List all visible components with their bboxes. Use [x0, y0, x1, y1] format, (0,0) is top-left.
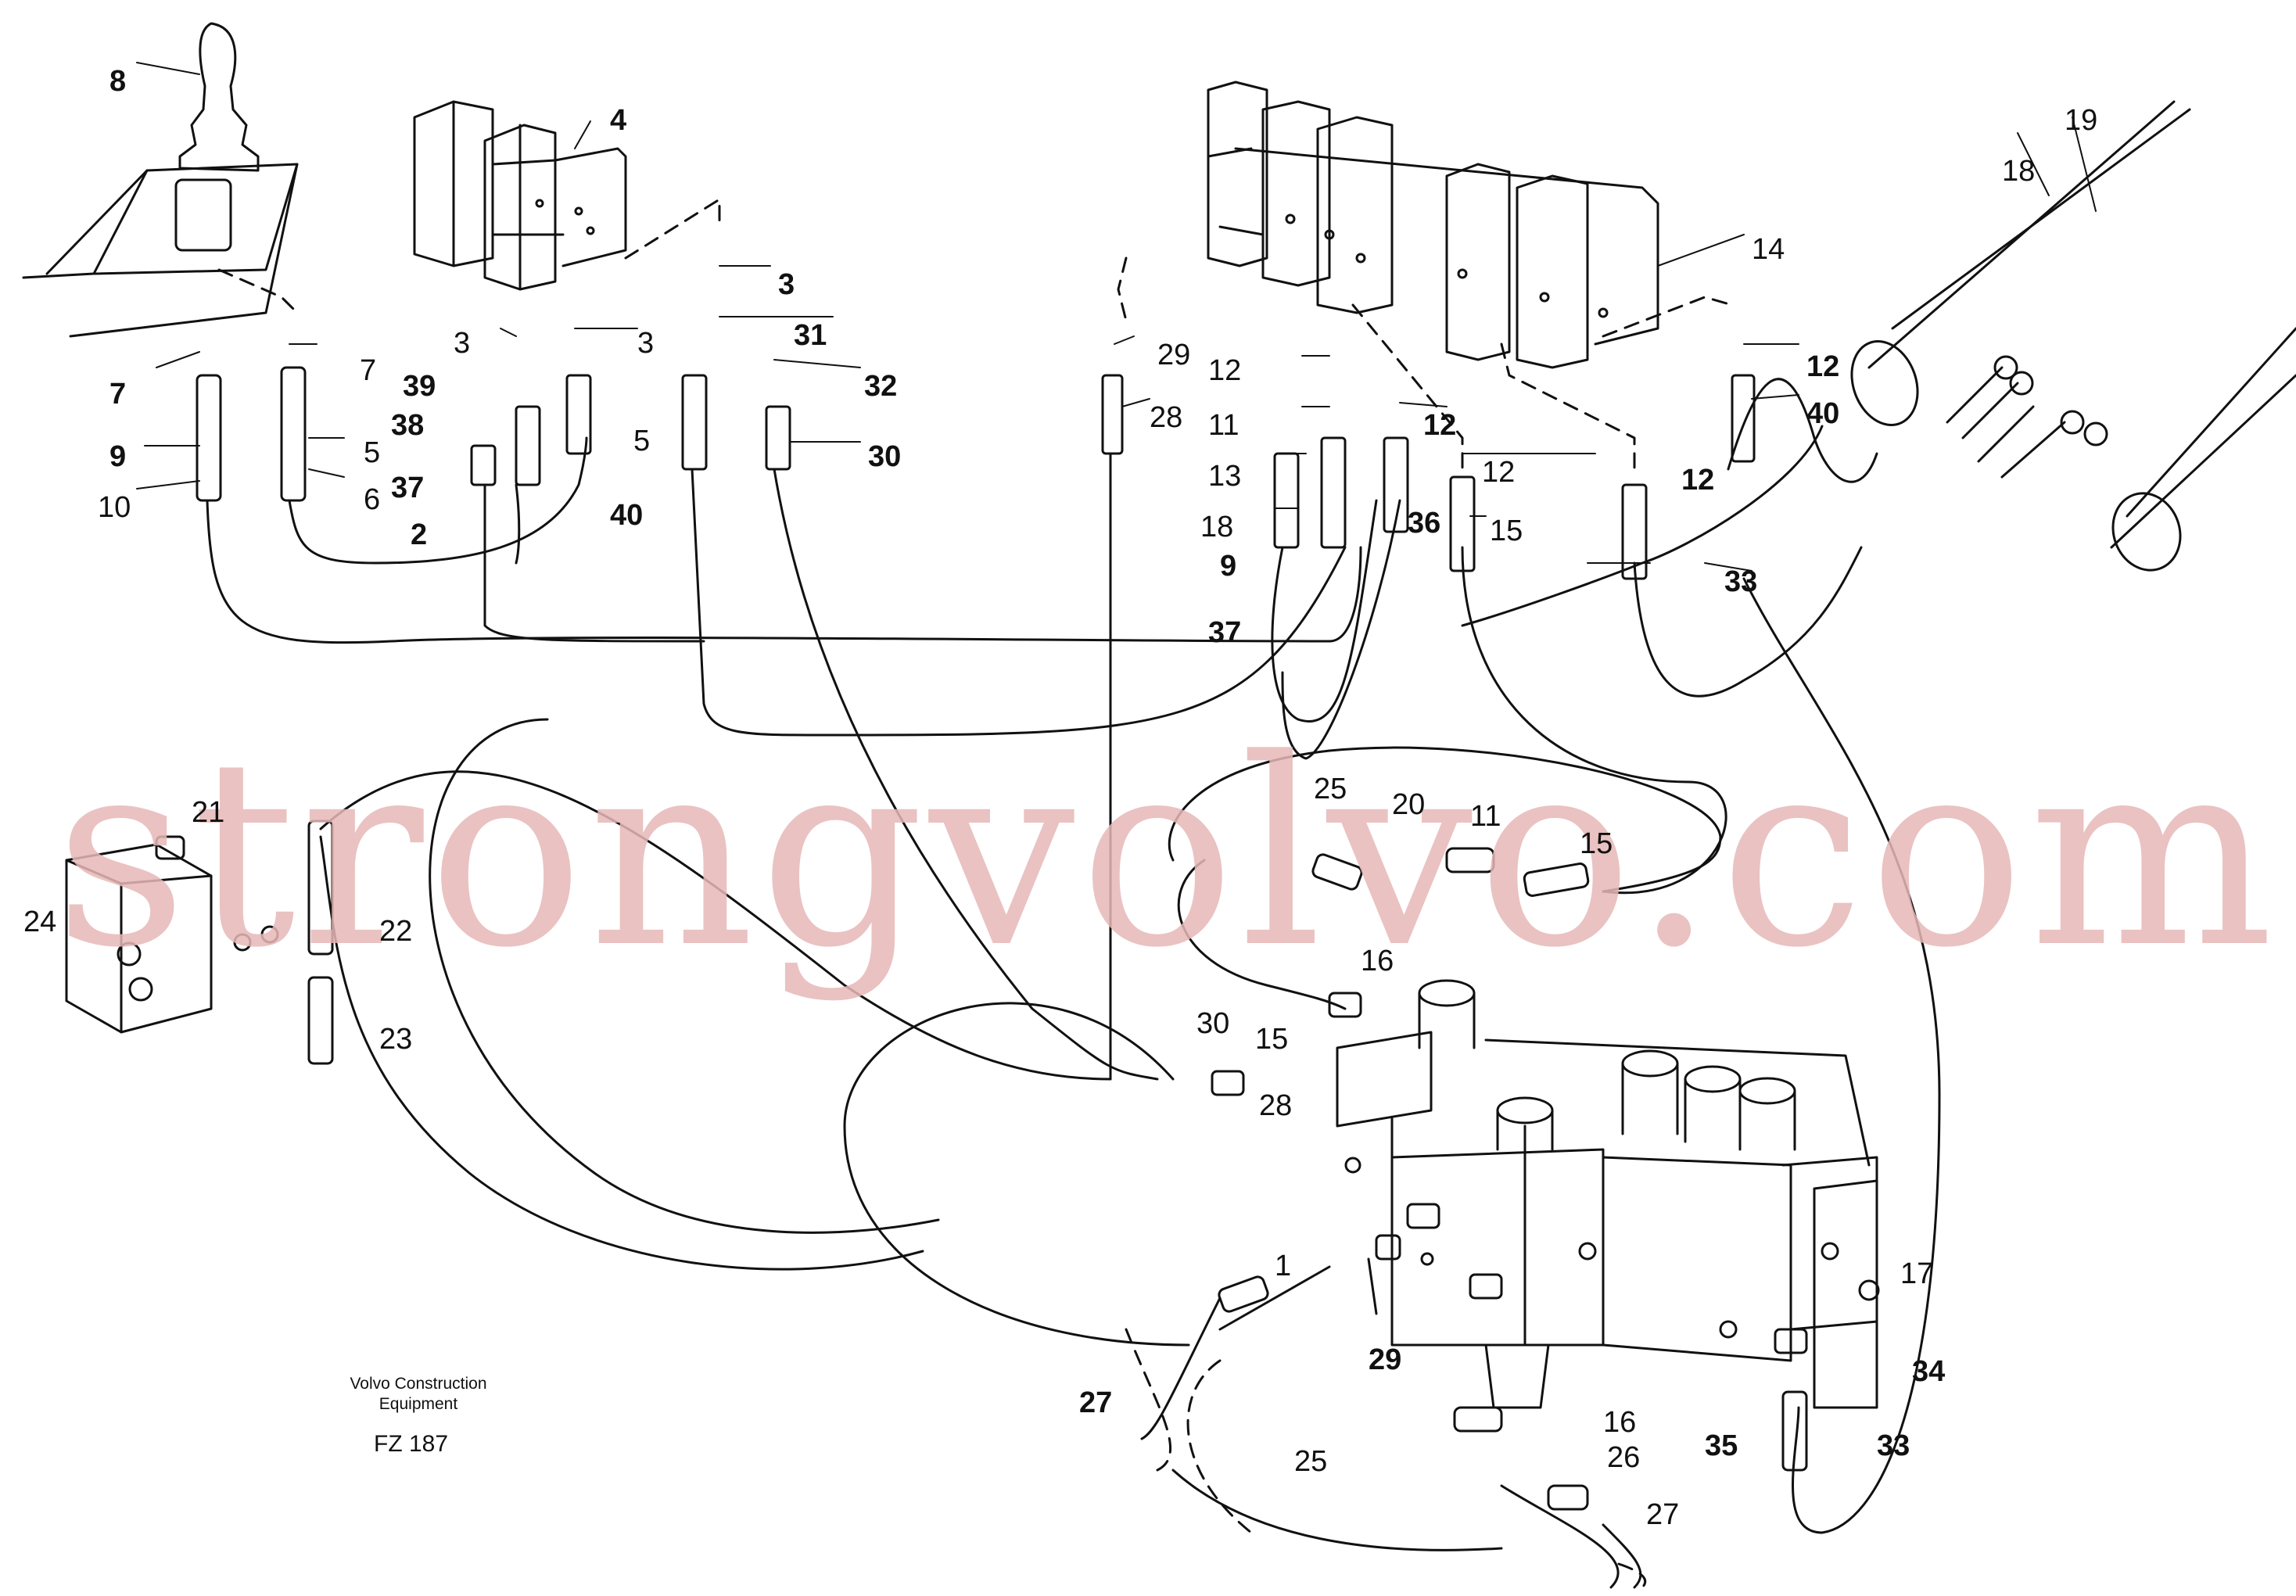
callout-11: 11 — [1208, 409, 1239, 442]
callout-10: 10 — [98, 491, 131, 524]
dashed-lines — [217, 198, 1734, 1589]
callout-36: 36 — [1408, 507, 1441, 540]
callout-26: 26 — [1607, 1441, 1641, 1474]
main-control-valve — [1336, 979, 1880, 1409]
callout-40: 40 — [610, 499, 644, 532]
callout-9: 9 — [1220, 550, 1237, 583]
callout-15: 15 — [1580, 827, 1613, 860]
callout-27: 27 — [1646, 1498, 1680, 1531]
callout-37: 37 — [1208, 616, 1242, 649]
callout-14: 14 — [1752, 233, 1785, 266]
fittings — [196, 366, 1808, 1511]
callout-5: 5 — [633, 425, 651, 457]
callout-27: 27 — [1079, 1386, 1113, 1419]
callout-21: 21 — [192, 796, 225, 829]
callout-24: 24 — [23, 906, 57, 938]
boom-arm — [1850, 100, 2296, 572]
callout-8: 8 — [109, 65, 127, 98]
callout-7: 7 — [360, 354, 377, 387]
valve-block-4 — [413, 100, 627, 291]
callout-13: 13 — [1208, 460, 1242, 493]
callout-18: 18 — [1200, 511, 1234, 543]
callout-1: 1 — [1275, 1250, 1292, 1282]
callout-29: 29 — [1157, 339, 1191, 371]
callout-12: 12 — [1208, 354, 1242, 387]
callout-28: 28 — [1150, 401, 1183, 434]
callout-2: 2 — [411, 518, 428, 551]
callout-35: 35 — [1705, 1429, 1738, 1462]
callout-28: 28 — [1259, 1089, 1293, 1122]
callout-5: 5 — [364, 436, 381, 469]
callout-15: 15 — [1255, 1023, 1289, 1056]
callout-3: 3 — [778, 268, 795, 301]
callout-33: 33 — [1724, 565, 1758, 598]
valve-block-14 — [1207, 81, 1659, 369]
valve-block-24 — [65, 835, 279, 1034]
callout-25: 25 — [1294, 1445, 1328, 1478]
callout-12: 12 — [1482, 456, 1516, 489]
callout-16: 16 — [1361, 945, 1394, 977]
callout-23: 23 — [379, 1023, 413, 1056]
callout-3: 3 — [454, 327, 471, 360]
callout-17: 17 — [1900, 1257, 1934, 1290]
callout-30: 30 — [1196, 1007, 1230, 1040]
callout-29: 29 — [1369, 1343, 1402, 1376]
callout-31: 31 — [794, 319, 827, 352]
callout-3: 3 — [637, 327, 655, 360]
callout-37: 37 — [391, 472, 425, 504]
callout-12: 12 — [1681, 464, 1715, 497]
company-caption: Volvo Construction Equipment — [350, 1375, 487, 1413]
figure-code: FZ 187 — [374, 1431, 449, 1457]
joystick-lever — [22, 22, 299, 338]
callout-32: 32 — [864, 370, 898, 403]
callout-19: 19 — [2065, 104, 2098, 137]
callout-25: 25 — [1314, 773, 1347, 805]
callout-30: 30 — [868, 440, 902, 473]
callout-11: 11 — [1470, 800, 1501, 833]
callout-15: 15 — [1490, 515, 1523, 547]
callout-16: 16 — [1603, 1406, 1637, 1439]
callout-39: 39 — [403, 370, 436, 403]
callout-12: 12 — [1806, 350, 1840, 383]
callout-22: 22 — [379, 915, 413, 948]
callout-4: 4 — [610, 104, 627, 137]
leader-lines — [136, 62, 2097, 572]
callout-33: 33 — [1877, 1429, 1910, 1462]
callout-38: 38 — [391, 409, 425, 442]
callout-20: 20 — [1392, 788, 1426, 821]
callout-34: 34 — [1912, 1355, 1946, 1388]
callout-40: 40 — [1806, 397, 1840, 430]
hose-lines — [206, 378, 1941, 1589]
callout-6: 6 — [364, 483, 381, 516]
callout-9: 9 — [109, 440, 127, 473]
callout-18: 18 — [2002, 155, 2036, 188]
callout-7: 7 — [109, 378, 127, 411]
callout-12: 12 — [1423, 409, 1457, 442]
